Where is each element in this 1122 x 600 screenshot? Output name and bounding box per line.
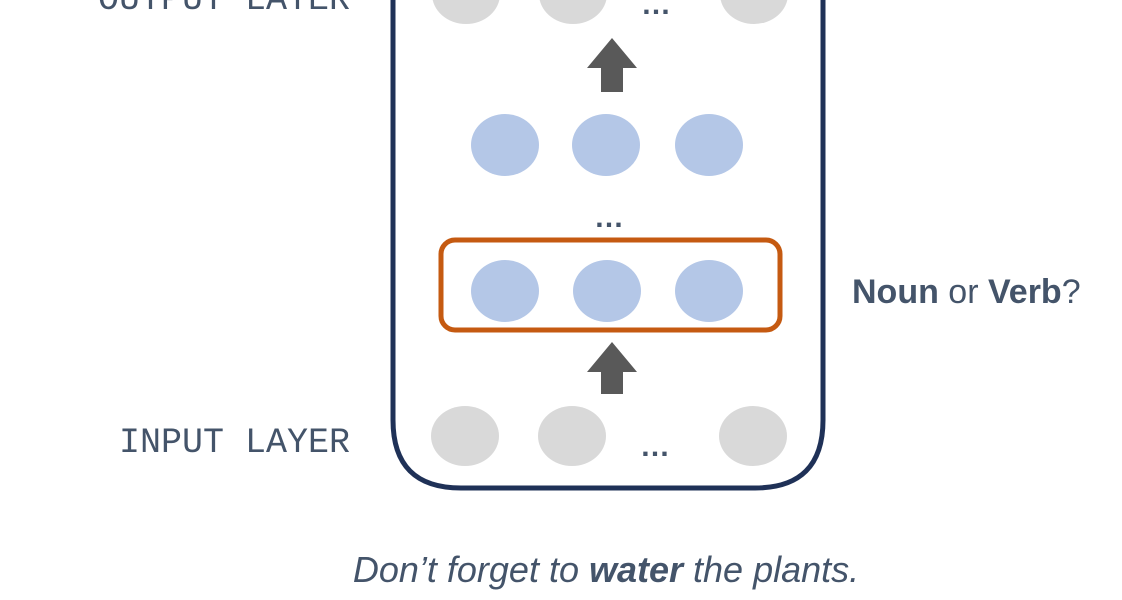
hidden-node (573, 260, 641, 322)
highlight-box (438, 237, 783, 333)
hidden-node (471, 114, 539, 176)
output-ellipsis: … (641, 0, 671, 21)
input-node (538, 406, 606, 466)
network-frame (390, 0, 826, 491)
hidden-node (572, 114, 640, 176)
output-layer-nodes: … (432, 0, 788, 24)
output-layer-label: OUTPUT LAYER (98, 0, 350, 20)
input-node (431, 406, 499, 466)
sentence-highlight-word: water (589, 549, 685, 590)
hidden-node (675, 260, 743, 322)
hidden-node (471, 260, 539, 322)
hidden-layer-highlighted (471, 260, 743, 322)
question-word-verb: Verb (988, 273, 1062, 311)
input-layer-nodes: … (431, 406, 787, 466)
sentence-after: the plants. (683, 549, 859, 590)
hidden-ellipsis: … (594, 201, 624, 234)
output-node (539, 0, 607, 24)
output-node (720, 0, 788, 24)
question-word-noun: Noun (852, 273, 939, 311)
example-sentence: Don’t forget to water the plants. (353, 549, 859, 590)
hidden-layer-upper (471, 114, 743, 176)
question-connector: or (939, 273, 988, 311)
question-mark: ? (1062, 273, 1081, 311)
classification-question: Noun or Verb? (852, 273, 1081, 311)
hidden-node (675, 114, 743, 176)
sentence-before: Don’t forget to (353, 549, 589, 590)
upward-arrow-icon (587, 342, 637, 394)
input-ellipsis: … (640, 430, 670, 463)
input-layer-label: INPUT LAYER (119, 423, 350, 463)
input-node (719, 406, 787, 466)
output-node (432, 0, 500, 24)
upward-arrow-icon (587, 38, 637, 92)
